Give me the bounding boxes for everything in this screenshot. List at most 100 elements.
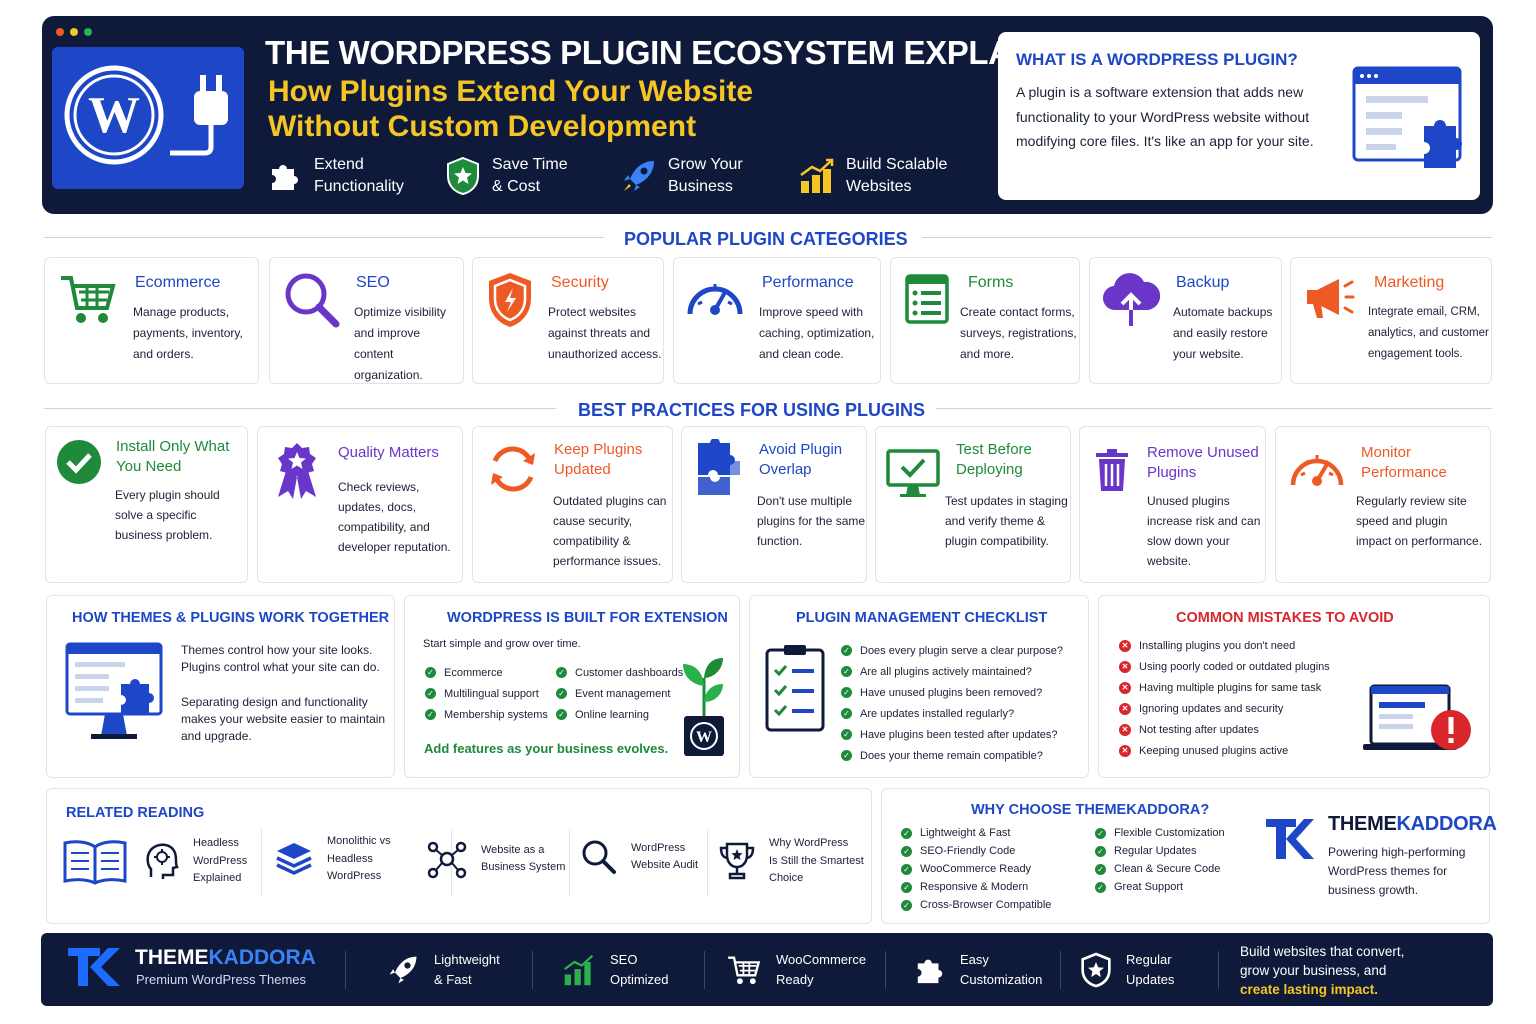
- rocket-icon: [389, 956, 417, 984]
- practice-card-test[interactable]: Test Before Deploying Test updates in st…: [875, 426, 1071, 583]
- divider: [345, 951, 346, 989]
- practice-card-monitor[interactable]: Monitor Performance Regularly review sit…: [1275, 426, 1491, 583]
- divider: [44, 237, 604, 238]
- list-item: ✓Lightweight & Fast: [901, 824, 1051, 842]
- divider: [922, 237, 1492, 238]
- divider: [1060, 951, 1061, 989]
- window-dots: [56, 28, 92, 36]
- practice-desc: Every plugin should solve a specific bus…: [115, 488, 220, 542]
- category-desc: Optimize visibility and improve content …: [354, 305, 447, 382]
- puzzle-icon: [266, 157, 304, 195]
- extension-features-col1: ✓Ecommerce ✓Multilingual support ✓Member…: [425, 662, 548, 725]
- practice-card-overlap[interactable]: Avoid Plugin Overlap Don't use multiple …: [681, 426, 867, 583]
- growth-chart-icon: [798, 157, 836, 195]
- list-item: ✓Multilingual support: [425, 683, 548, 704]
- clipboard-icon: [765, 645, 825, 732]
- divider: [44, 408, 556, 409]
- practice-card-remove[interactable]: Remove Unused Plugins Unused plugins inc…: [1079, 426, 1266, 583]
- category-card-backup[interactable]: Backup Automate backups and easily resto…: [1089, 257, 1282, 384]
- list-item: ✕Using poorly coded or outdated plugins: [1119, 656, 1330, 677]
- network-icon: [427, 841, 467, 879]
- category-title: Security: [551, 274, 609, 291]
- category-card-security[interactable]: Security Protect websites against threat…: [472, 257, 664, 384]
- practice-card-quality[interactable]: Quality Matters Check reviews, updates, …: [257, 426, 463, 583]
- form-icon: [905, 274, 949, 324]
- category-desc: Improve speed with caching, optimization…: [759, 305, 875, 361]
- divider: [532, 951, 533, 989]
- checklist-card: PLUGIN MANAGEMENT CHECKLIST ✓Does every …: [749, 595, 1089, 778]
- page-title: THE WORDPRESS PLUGIN ECOSYSTEM EXPLAINED…: [265, 34, 1100, 71]
- list-item: ✓Does every plugin serve a clear purpose…: [841, 640, 1063, 661]
- category-title: Marketing: [1374, 274, 1445, 291]
- gauge-icon: [1290, 455, 1344, 486]
- list-item: ✕Installing plugins you don't need: [1119, 635, 1330, 656]
- divider: [704, 951, 705, 989]
- practice-card-install[interactable]: Install Only What You Need Every plugin …: [45, 426, 248, 583]
- list-item: ✕Having multiple plugins for same task: [1119, 677, 1330, 698]
- practice-desc: Regularly review site speed and plugin i…: [1356, 494, 1483, 548]
- category-card-performance[interactable]: Performance Improve speed with caching, …: [673, 257, 881, 384]
- extension-footer: Add features as your business evolves.: [424, 741, 669, 756]
- themes-plugins-title: HOW THEMES & PLUGINS WORK TOGETHER: [72, 610, 390, 626]
- what-is-title: WHAT IS A WORDPRESS PLUGIN?: [1016, 50, 1298, 69]
- check-circle-icon: [57, 440, 101, 484]
- benefit-save-time: Save Time& Cost: [444, 154, 568, 198]
- laptop-warning-icon: [1363, 684, 1471, 750]
- why-choose-card: WHY CHOOSE THEMEKADDORA? ✓Lightweight & …: [881, 788, 1497, 924]
- themes-plugins-text-1: Themes control how your site looks. Plug…: [181, 643, 380, 674]
- list-item: ✓Ecommerce: [425, 662, 548, 683]
- extension-features-col2: ✓Customer dashboards ✓Event management ✓…: [556, 662, 683, 725]
- category-card-marketing[interactable]: Marketing Integrate email, CRM, analytic…: [1290, 257, 1492, 384]
- list-item: ✓Flexible Customization: [1095, 824, 1225, 842]
- why-brand-name: THEMEKADDORA: [1328, 813, 1497, 835]
- mistakes-list: ✕Installing plugins you don't need ✕Usin…: [1119, 635, 1330, 761]
- divider: [1218, 951, 1219, 989]
- mistakes-card: COMMON MISTAKES TO AVOID ✕Installing plu…: [1098, 595, 1490, 778]
- practice-title: Remove Unused Plugins: [1147, 444, 1259, 481]
- category-desc: Protect websites against threats and una…: [548, 305, 662, 361]
- mistakes-title: COMMON MISTAKES TO AVOID: [1176, 610, 1394, 626]
- award-badge-icon: [278, 443, 316, 499]
- category-title: SEO: [356, 274, 390, 291]
- extension-title: WORDPRESS IS BUILT FOR EXTENSION: [447, 610, 728, 626]
- practice-card-updated[interactable]: Keep Plugins Updated Outdated plugins ca…: [472, 426, 673, 583]
- browser-puzzle-icon: [1352, 66, 1470, 183]
- shield-star-icon: [444, 156, 482, 196]
- practice-title: Install Only What You Need: [116, 438, 230, 475]
- why-col1: ✓Lightweight & Fast ✓SEO-Friendly Code ✓…: [901, 824, 1051, 914]
- extension-intro: Start simple and grow over time.: [423, 638, 581, 650]
- category-card-forms[interactable]: Forms Create contact forms, surveys, reg…: [890, 257, 1080, 384]
- related-title: RELATED READING: [66, 805, 205, 821]
- practice-title: Avoid Plugin Overlap: [759, 441, 843, 478]
- magnifier-icon: [285, 273, 340, 328]
- checklist-items: ✓Does every plugin serve a clear purpose…: [841, 640, 1063, 766]
- footer-feature-lightweight: Lightweight& Fast: [386, 950, 500, 990]
- trash-icon: [1096, 449, 1128, 491]
- practice-desc: Test updates in staging and verify theme…: [945, 494, 1068, 548]
- list-item: ✓Membership systems: [425, 704, 548, 725]
- practice-desc: Check reviews, updates, docs, compatibil…: [338, 480, 451, 554]
- footer-brand-name: THEMEKADDORA: [135, 946, 316, 969]
- divider: [885, 951, 886, 989]
- category-card-seo[interactable]: SEO Optimize visibility and improve cont…: [269, 257, 464, 384]
- monitor-puzzle-icon: [65, 642, 163, 739]
- category-title: Performance: [762, 274, 854, 291]
- subtitle-line-2: Without Custom Development: [268, 110, 697, 143]
- category-card-ecommerce[interactable]: Ecommerce Manage products, payments, inv…: [44, 257, 259, 384]
- svg-text:W: W: [88, 87, 140, 144]
- footer-bar: [41, 933, 1493, 1006]
- head-gear-icon: [146, 843, 179, 880]
- cloud-upload-icon: [1102, 273, 1161, 326]
- category-title: Ecommerce: [135, 274, 221, 291]
- puzzle-icon: [917, 959, 943, 984]
- list-item: ✓Event management: [556, 683, 683, 704]
